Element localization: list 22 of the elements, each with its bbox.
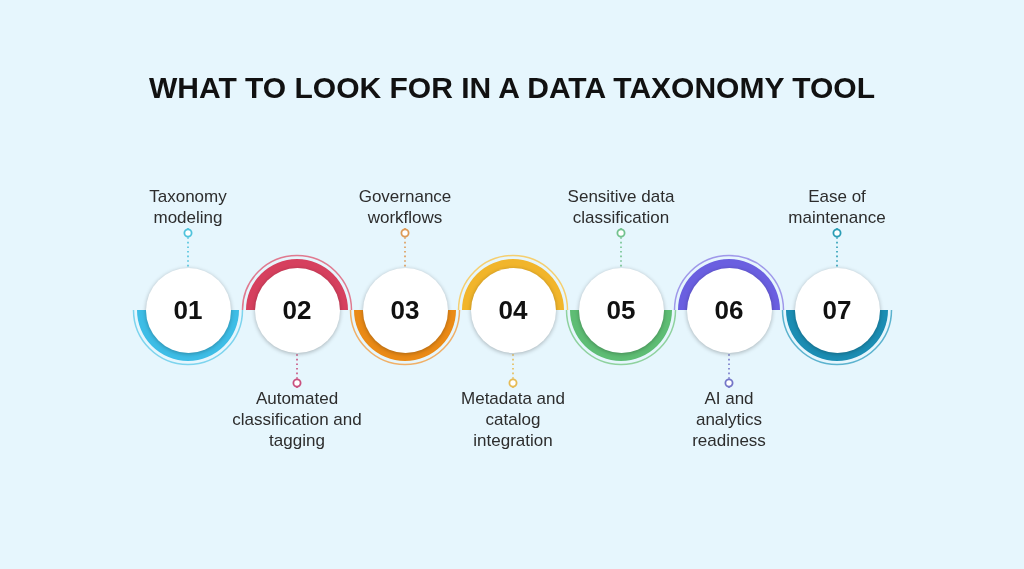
- step-label: Ease of maintenance: [787, 186, 887, 228]
- step-number-circle: 03: [362, 267, 448, 353]
- step-label: Sensitive data classification: [566, 186, 676, 228]
- leader-line: [832, 227, 842, 269]
- leader-line: [183, 227, 193, 269]
- step-label: Taxonomy modeling: [148, 186, 228, 228]
- step-number-circle: 07: [794, 267, 880, 353]
- step-label: Governance workflows: [357, 186, 453, 228]
- step-label: Metadata and catalog integration: [460, 388, 566, 451]
- step-label: AI and analytics readiness: [691, 388, 767, 451]
- diagram-title: WHAT TO LOOK FOR IN A DATA TAXONOMY TOOL: [148, 70, 876, 106]
- leader-line: [724, 351, 734, 389]
- step-number-circle: 04: [470, 267, 556, 353]
- leader-line: [292, 351, 302, 389]
- leader-line: [508, 351, 518, 389]
- step-number-circle: 05: [578, 267, 664, 353]
- leader-line: [616, 227, 626, 269]
- step-number-circle: 06: [686, 267, 772, 353]
- step-number-circle: 02: [254, 267, 340, 353]
- step-label: Automated classification and tagging: [231, 388, 363, 451]
- step-number-circle: 01: [145, 267, 231, 353]
- leader-line: [400, 227, 410, 269]
